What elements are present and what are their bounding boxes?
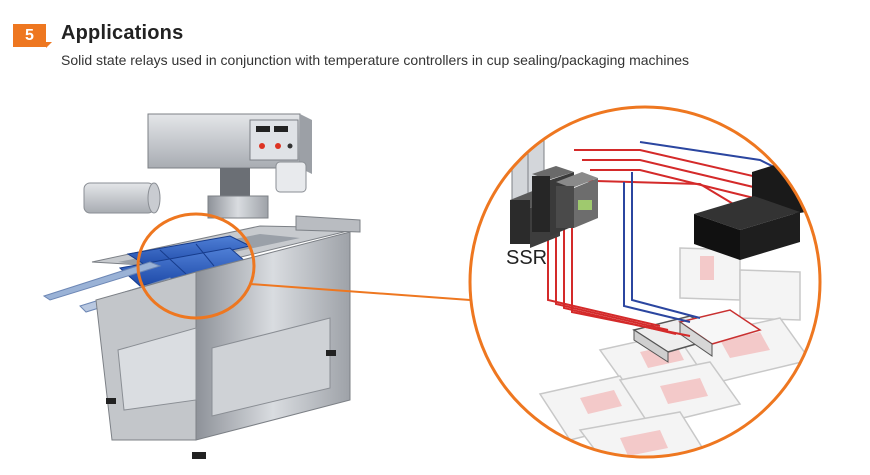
step-number-badge: 5 [13,24,46,47]
zoom-connector-line [249,283,471,301]
badge-tail-decoration [46,42,52,48]
section-subtitle: Solid state relays used in conjunction w… [61,52,690,68]
zoom-detail: SSR [468,105,822,459]
ssr-label: SSR [506,247,547,269]
section-title: Applications [61,22,184,44]
zoom-frame-circle [468,105,822,459]
zoom-source-circle [136,212,256,320]
section-header: 5 Applications Solid state relays used i… [0,0,870,80]
cup-sealing-machine [42,113,361,459]
application-illustration: SSR [42,105,822,459]
